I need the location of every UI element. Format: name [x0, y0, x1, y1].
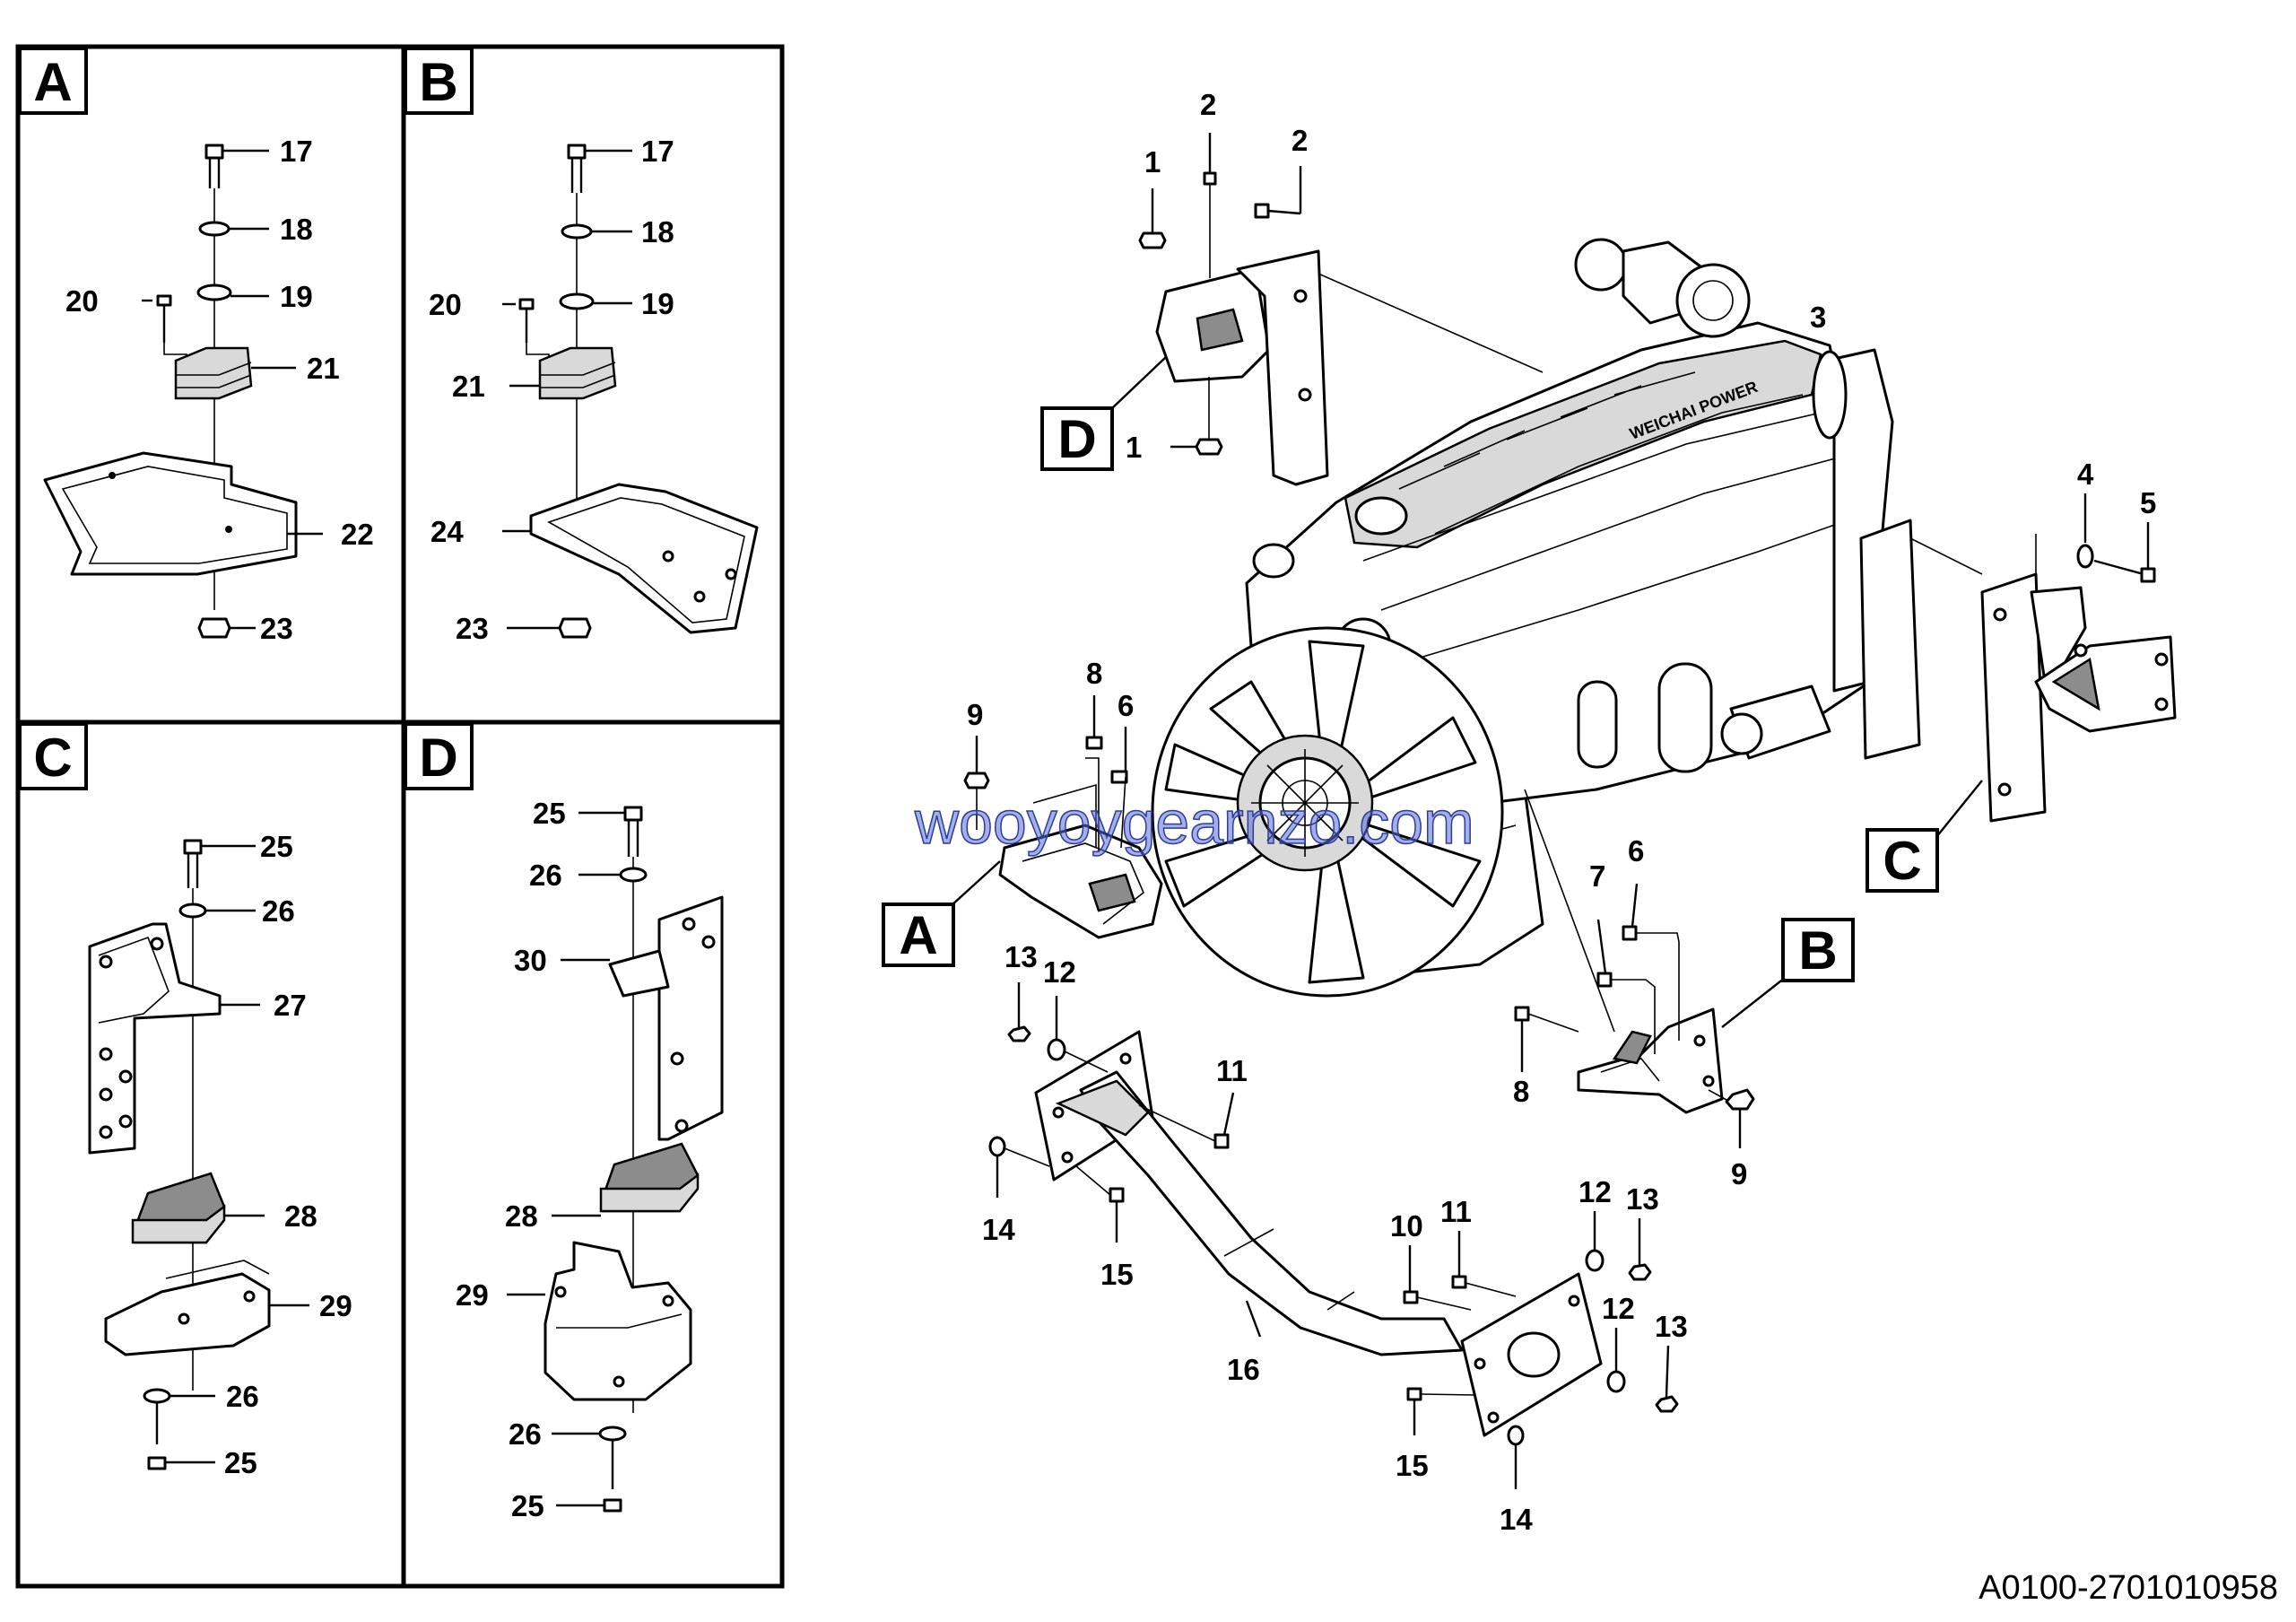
view-tag-d: D	[1040, 406, 1114, 471]
svg-text:25: 25	[224, 1446, 257, 1479]
svg-text:18: 18	[641, 215, 674, 249]
svg-text:13: 13	[1655, 1310, 1688, 1343]
svg-text:1: 1	[1126, 431, 1142, 464]
svg-text:20: 20	[65, 284, 99, 318]
svg-text:A: A	[899, 905, 937, 965]
svg-text:D: D	[1057, 409, 1096, 469]
svg-text:6: 6	[1628, 834, 1644, 868]
svg-text:17: 17	[641, 135, 674, 168]
svg-text:A: A	[33, 52, 72, 112]
svg-text:27: 27	[274, 989, 307, 1022]
svg-text:26: 26	[226, 1380, 259, 1413]
svg-text:1: 1	[1144, 145, 1161, 179]
svg-text:19: 19	[280, 280, 313, 313]
svg-text:C: C	[1883, 831, 1921, 891]
watermark-text: wooyoygearnzo.com	[914, 789, 1474, 857]
svg-text:11: 11	[1216, 1054, 1248, 1087]
svg-text:26: 26	[262, 894, 295, 928]
svg-text:D: D	[419, 728, 457, 788]
view-tag-a: A	[882, 903, 955, 967]
svg-text:2: 2	[1200, 88, 1216, 121]
svg-text:15: 15	[1396, 1449, 1429, 1482]
svg-text:12: 12	[1578, 1175, 1612, 1208]
panel-tag-b: B	[404, 47, 474, 115]
engine-assembly: WEICHAI POWER	[1151, 238, 1921, 998]
svg-text:26: 26	[529, 859, 562, 892]
svg-text:C: C	[33, 728, 72, 788]
svg-text:8: 8	[1086, 657, 1102, 690]
svg-text:23: 23	[456, 612, 489, 645]
panel-grid	[15, 44, 785, 1589]
svg-text:18: 18	[280, 213, 313, 246]
mount-d-assembly	[1111, 133, 1544, 486]
mount-c-assembly	[1909, 493, 2177, 842]
main-callouts: 1 2 2 1 3 4 5 8 6 9 7 6 8 9 13 12 11 14 …	[967, 88, 2156, 1536]
svg-text:8: 8	[1513, 1075, 1529, 1108]
svg-text:14: 14	[982, 1213, 1015, 1246]
svg-text:12: 12	[1043, 955, 1076, 989]
mount-a-assembly	[950, 695, 1163, 939]
svg-text:9: 9	[1731, 1157, 1747, 1190]
svg-text:25: 25	[260, 830, 293, 863]
svg-text:20: 20	[429, 288, 462, 321]
panel-d-callouts: 25 26 30 28 29 26 25	[456, 797, 566, 1522]
svg-text:2: 2	[1292, 124, 1308, 157]
mount-b-assembly	[1514, 789, 1786, 1148]
panel-tag-d: D	[404, 722, 474, 790]
svg-text:23: 23	[260, 612, 293, 645]
drawing-code: A0100-2701010958	[1979, 1569, 2278, 1607]
svg-text:7: 7	[1589, 859, 1605, 893]
svg-text:21: 21	[452, 370, 485, 403]
svg-text:26: 26	[509, 1417, 542, 1451]
svg-text:13: 13	[1004, 940, 1038, 973]
crossmember-assembly	[988, 982, 1679, 1489]
panel-tag-c: C	[18, 722, 88, 790]
svg-text:21: 21	[307, 352, 340, 385]
svg-text:5: 5	[2140, 486, 2156, 519]
svg-text:29: 29	[319, 1289, 352, 1322]
panel-c-drawing	[88, 839, 309, 1470]
panel-c-callouts: 25 26 27 28 29 26 25	[224, 830, 352, 1479]
svg-text:11: 11	[1440, 1195, 1472, 1228]
svg-text:17: 17	[280, 135, 313, 168]
svg-text:3: 3	[1810, 301, 1826, 334]
svg-text:B: B	[1798, 920, 1837, 981]
svg-text:16: 16	[1227, 1353, 1260, 1386]
svg-text:22: 22	[341, 518, 374, 551]
svg-text:25: 25	[511, 1489, 544, 1522]
svg-text:13: 13	[1626, 1182, 1659, 1216]
svg-text:12: 12	[1602, 1292, 1635, 1325]
svg-text:28: 28	[284, 1199, 317, 1233]
panel-tag-a: A	[18, 47, 88, 115]
svg-text:19: 19	[641, 287, 674, 320]
svg-text:15: 15	[1100, 1258, 1134, 1291]
svg-text:10: 10	[1390, 1209, 1423, 1243]
panel-a-drawing	[43, 144, 323, 639]
view-tag-c: C	[1866, 828, 1939, 893]
svg-text:29: 29	[456, 1278, 489, 1312]
svg-text:6: 6	[1118, 689, 1134, 722]
view-tag-b: B	[1781, 918, 1855, 982]
svg-text:14: 14	[1500, 1503, 1533, 1536]
panel-a-callouts: 17 18 19 20 21 22 23	[65, 135, 374, 645]
svg-text:24: 24	[430, 515, 464, 548]
svg-text:28: 28	[505, 1199, 538, 1233]
svg-text:25: 25	[533, 797, 566, 830]
svg-text:9: 9	[967, 698, 983, 731]
svg-text:4: 4	[2077, 458, 2094, 491]
svg-text:B: B	[419, 52, 457, 112]
panel-d-drawing	[507, 806, 724, 1513]
panel-b-drawing	[502, 144, 759, 639]
panel-b-callouts: 17 18 19 20 21 24 23	[429, 135, 674, 645]
svg-text:30: 30	[514, 944, 547, 977]
